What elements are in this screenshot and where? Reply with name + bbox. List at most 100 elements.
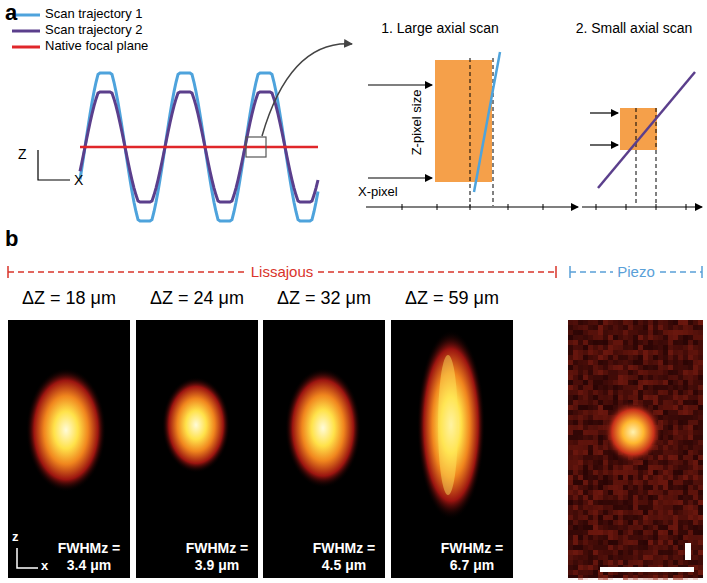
noise-pixel <box>598 325 603 330</box>
noise-pixel <box>578 485 583 490</box>
noise-pixel <box>668 325 673 330</box>
noise-pixel <box>598 495 603 500</box>
noise-pixel <box>573 555 578 560</box>
noise-pixel <box>623 525 628 530</box>
noise-pixel <box>643 490 648 495</box>
noise-pixel <box>633 375 638 380</box>
noise-pixel <box>593 415 598 420</box>
noise-pixel <box>653 345 658 350</box>
noise-pixel <box>608 370 613 375</box>
noise-pixel <box>663 470 668 475</box>
noise-pixel <box>593 525 598 530</box>
noise-pixel <box>588 500 593 505</box>
noise-pixel <box>698 490 703 495</box>
noise-pixel <box>658 475 663 480</box>
noise-pixel <box>653 400 658 405</box>
noise-pixel <box>663 360 668 365</box>
noise-pixel <box>658 510 663 515</box>
noise-pixel <box>628 380 633 385</box>
noise-pixel <box>633 555 638 560</box>
noise-pixel <box>618 365 623 370</box>
noise-pixel <box>608 380 613 385</box>
noise-pixel <box>588 400 593 405</box>
ticks <box>402 204 543 210</box>
noise-pixel <box>628 560 633 565</box>
noise-pixel <box>628 325 633 330</box>
noise-pixel <box>643 380 648 385</box>
noise-pixel <box>658 400 663 405</box>
noise-pixel <box>588 365 593 370</box>
noise-pixel <box>623 390 628 395</box>
noise-pixel <box>588 555 593 560</box>
noise-pixel <box>673 395 678 400</box>
noise-pixel <box>653 460 658 465</box>
noise-pixel <box>568 470 573 475</box>
noise-pixel <box>643 560 648 565</box>
noise-pixel <box>613 495 618 500</box>
noise-pixel <box>593 420 598 425</box>
noise-pixel <box>673 385 678 390</box>
noise-pixel <box>663 540 668 545</box>
noise-pixel <box>678 495 683 500</box>
noise-pixel <box>678 520 683 525</box>
noise-pixel <box>623 360 628 365</box>
noise-pixel <box>643 530 648 535</box>
noise-pixel <box>663 575 668 580</box>
noise-pixel <box>623 520 628 525</box>
noise-pixel <box>633 550 638 555</box>
noise-pixel <box>693 355 698 360</box>
noise-pixel <box>598 505 603 510</box>
noise-pixel <box>603 555 608 560</box>
axis-label: X <box>74 172 83 188</box>
noise-pixel <box>648 480 653 485</box>
noise-pixel <box>633 575 638 580</box>
noise-pixel <box>698 350 703 355</box>
noise-pixel <box>593 365 598 370</box>
noise-pixel <box>678 530 683 535</box>
noise-pixel <box>628 525 633 530</box>
noise-pixel <box>638 380 643 385</box>
noise-pixel <box>603 325 608 330</box>
noise-pixel <box>593 340 598 345</box>
noise-pixel <box>568 425 573 430</box>
noise-pixel <box>638 505 643 510</box>
noise-pixel <box>688 525 693 530</box>
noise-pixel <box>583 560 588 565</box>
panel-letter: a <box>5 0 17 25</box>
noise-pixel <box>648 360 653 365</box>
noise-pixel <box>583 460 588 465</box>
noise-pixel <box>623 365 628 370</box>
noise-pixel <box>658 395 663 400</box>
noise-pixel <box>613 465 618 470</box>
noise-pixel <box>663 405 668 410</box>
noise-pixel <box>613 475 618 480</box>
noise-pixel <box>698 335 703 340</box>
noise-pixel <box>648 525 653 530</box>
noise-pixel <box>598 410 603 415</box>
noise-pixel <box>668 415 673 420</box>
noise-pixel <box>588 520 593 525</box>
noise-pixel <box>598 460 603 465</box>
noise-pixel <box>568 390 573 395</box>
noise-pixel <box>698 525 703 530</box>
noise-pixel <box>588 510 593 515</box>
noise-pixel <box>578 330 583 335</box>
scan-range: ΔZ = 24 μm <box>150 288 244 309</box>
noise-pixel <box>633 530 638 535</box>
noise-pixel <box>578 570 583 575</box>
noise-pixel <box>598 395 603 400</box>
noise-pixel <box>598 515 603 520</box>
noise-pixel <box>608 500 613 505</box>
noise-pixel <box>688 325 693 330</box>
noise-pixel <box>593 490 598 495</box>
noise-pixel <box>583 415 588 420</box>
noise-pixel <box>693 490 698 495</box>
noise-pixel <box>618 340 623 345</box>
noise-pixel <box>643 395 648 400</box>
noise-pixel <box>628 480 633 485</box>
noise-pixel <box>598 450 603 455</box>
noise-pixel <box>688 340 693 345</box>
noise-pixel <box>593 325 598 330</box>
noise-pixel <box>628 545 633 550</box>
noise-pixel <box>573 420 578 425</box>
